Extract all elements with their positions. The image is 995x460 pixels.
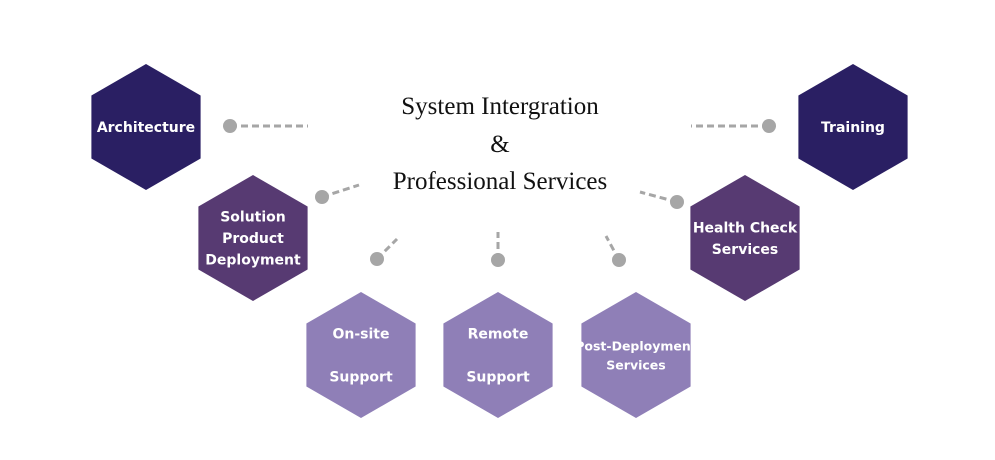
connector-dot-post-deployment-services [612, 253, 626, 267]
hex-label-on-site-support-line-3: Support [329, 370, 393, 386]
connector-dot-architecture [223, 119, 237, 133]
hex-label-solution-product-deployment-line-2: Product [222, 231, 284, 247]
connector-dot-training [762, 119, 776, 133]
connector-dot-health-check-services [670, 195, 684, 209]
hex-label-remote-support-line-1: Remote [468, 327, 529, 343]
hex-label-on-site-support-line-1: On-site [333, 327, 390, 343]
hex-node-training: Training [798, 64, 908, 190]
hexagon-shape [91, 64, 201, 190]
diagram-title-line-1: System Intergration [401, 93, 599, 120]
hex-label-post-deployment-services-line-2: Services [606, 358, 665, 373]
hex-label-solution-product-deployment-line-3: Deployment [205, 253, 301, 269]
hex-label-health-check-services-line-1: Health Check [693, 220, 798, 236]
hexagon-shape [798, 64, 908, 190]
hex-label-training-line-1: Training [821, 120, 885, 136]
hex-label-post-deployment-services-line-1: Post-Deployment [575, 339, 697, 354]
hexagon-shape [690, 175, 800, 301]
hex-label-architecture-line-1: Architecture [97, 120, 195, 136]
diagram-title-line-2: & [490, 131, 510, 158]
hexagon-shape [198, 175, 308, 301]
hex-label-remote-support-line-3: Support [466, 370, 530, 386]
connector-dot-on-site-support [370, 252, 384, 266]
connector-dot-solution-product-deployment [315, 190, 329, 204]
hex-label-health-check-services-line-2: Services [712, 242, 779, 258]
diagram-title-line-3: Professional Services [392, 168, 608, 195]
hexagon-shape [306, 292, 416, 418]
hexagon-shape [581, 292, 691, 418]
connector-dot-remote-support [491, 253, 505, 267]
hexagon-shape [443, 292, 553, 418]
hex-label-solution-product-deployment-line-1: Solution [220, 210, 286, 226]
hex-node-architecture: Architecture [91, 64, 201, 190]
